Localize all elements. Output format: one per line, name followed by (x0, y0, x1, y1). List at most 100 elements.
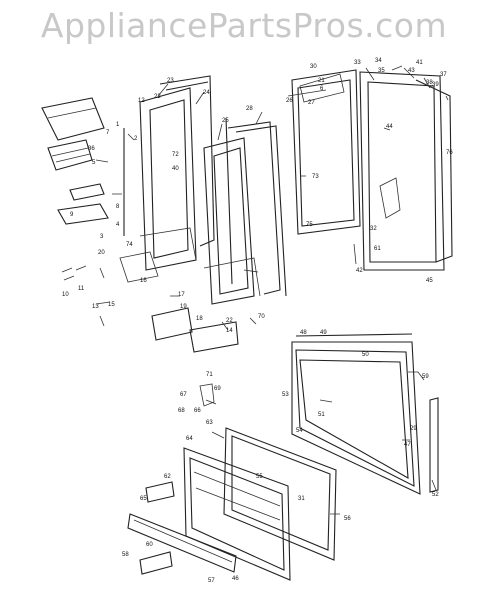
callout-label: 32 (370, 226, 377, 232)
callout-label: 27 (308, 100, 315, 106)
shelf-bin-small (47, 139, 93, 171)
callout-label: 61 (374, 246, 381, 252)
callout-label: 15 (108, 302, 115, 308)
callout-label: 45 (426, 278, 433, 284)
callout-label: 9 (70, 212, 74, 218)
left-door-liner (119, 75, 215, 283)
callout-label: 42 (356, 268, 363, 274)
callout-label: 52 (432, 492, 439, 498)
callout-label: 49 (320, 330, 327, 336)
callout-label: 14 (226, 328, 233, 334)
callout-label: 11 (78, 286, 85, 292)
callout-label: 63 (206, 420, 213, 426)
callout-label: 21 (318, 78, 325, 84)
callout-label: 69 (214, 386, 221, 392)
callout-label: 34 (375, 58, 382, 64)
callout-label: 24 (203, 90, 210, 96)
door-rail-a (151, 307, 193, 341)
callout-label: 62 (164, 474, 171, 480)
callout-label: 71 (206, 372, 213, 378)
callout-label: 16 (140, 278, 147, 284)
callout-label: 12 (138, 98, 145, 104)
callout-label: 59 (422, 374, 429, 380)
center-door-liner (203, 117, 287, 305)
callout-label: 2 (134, 136, 138, 142)
callout-label: 57 (208, 578, 215, 584)
drawer-front-panel (183, 447, 291, 581)
spring-clip (199, 383, 215, 407)
callout-label: 28 (246, 106, 253, 112)
bracket-part (69, 183, 105, 201)
callout-label: 58 (122, 552, 129, 558)
callout-label: 25 (222, 118, 229, 124)
callout-label: 39 (432, 82, 439, 88)
callout-label: 5 (92, 160, 96, 166)
callout-label: 50 (362, 352, 369, 358)
drawer-frame (291, 333, 425, 495)
callout-label: 48 (300, 330, 307, 336)
callout-label: 8 (116, 204, 120, 210)
callout-label: 3 (100, 234, 104, 240)
screw-set-c (300, 65, 403, 265)
callout-label: 13 (92, 304, 99, 310)
callout-label: 54 (296, 428, 303, 434)
callout-label: 56 (344, 516, 351, 522)
callout-label: 31 (298, 496, 305, 502)
callout-label: 53 (282, 392, 289, 398)
callout-label: 66 (194, 408, 201, 414)
callout-label: 22 (226, 318, 233, 324)
callout-label: 44 (386, 124, 393, 130)
freezer-door-panel (287, 69, 361, 235)
drawer-side-rail (429, 397, 439, 493)
callout-label: 55 (256, 474, 263, 480)
watermark-text: AppliancePartsPros.com (40, 6, 448, 45)
callout-label: 7 (106, 130, 110, 136)
callout-label: 40 (172, 166, 179, 172)
callout-label: 36 (88, 146, 95, 152)
callout-label: 30 (310, 64, 317, 70)
callout-label: 72 (172, 152, 179, 158)
callout-label: 10 (62, 292, 69, 298)
callout-label: 76 (446, 150, 453, 156)
callout-label: 18 (196, 316, 203, 322)
drawer-gasket (223, 427, 337, 561)
small-part-b (139, 551, 173, 575)
callout-label: 73 (312, 174, 319, 180)
shelf-part (57, 203, 109, 225)
callout-label: 1 (116, 122, 120, 128)
callout-label: 70 (258, 314, 265, 320)
callout-label: 46 (232, 576, 239, 582)
callout-label: 19 (180, 304, 187, 310)
callout-label: 33 (354, 60, 361, 66)
callout-label: 64 (186, 436, 193, 442)
callout-label: 35 (378, 68, 385, 74)
callout-label: 37 (440, 72, 447, 78)
callout-label: 74 (126, 242, 133, 248)
door-rail-b (189, 321, 239, 353)
callout-label: 41 (416, 60, 423, 66)
callout-label: 65 (140, 496, 147, 502)
callout-label: 67 (180, 392, 187, 398)
small-part-a (145, 481, 175, 503)
callout-label: 38 (426, 80, 433, 86)
callout-label: 51 (318, 412, 325, 418)
callout-label: 23 (167, 78, 174, 84)
callout-label: 17 (178, 292, 185, 298)
screw-set-a (61, 267, 105, 281)
callout-label: 20 (98, 250, 105, 256)
handle-trim (41, 97, 105, 141)
callout-label: 75 (306, 222, 313, 228)
callout-label: 26 (286, 98, 293, 104)
callout-label: 6 (320, 86, 324, 92)
callout-label: 47 (404, 442, 411, 448)
screw-set-b (95, 295, 257, 331)
callout-label: 60 (146, 542, 153, 548)
callout-label: 68 (178, 408, 185, 414)
leader-lines (75, 67, 449, 515)
callout-label: 22 (154, 94, 161, 100)
drawer-handle (127, 513, 237, 573)
callout-label: 29 (410, 426, 417, 432)
callout-label: 43 (408, 68, 415, 74)
fresh-food-door-panel (359, 71, 453, 271)
